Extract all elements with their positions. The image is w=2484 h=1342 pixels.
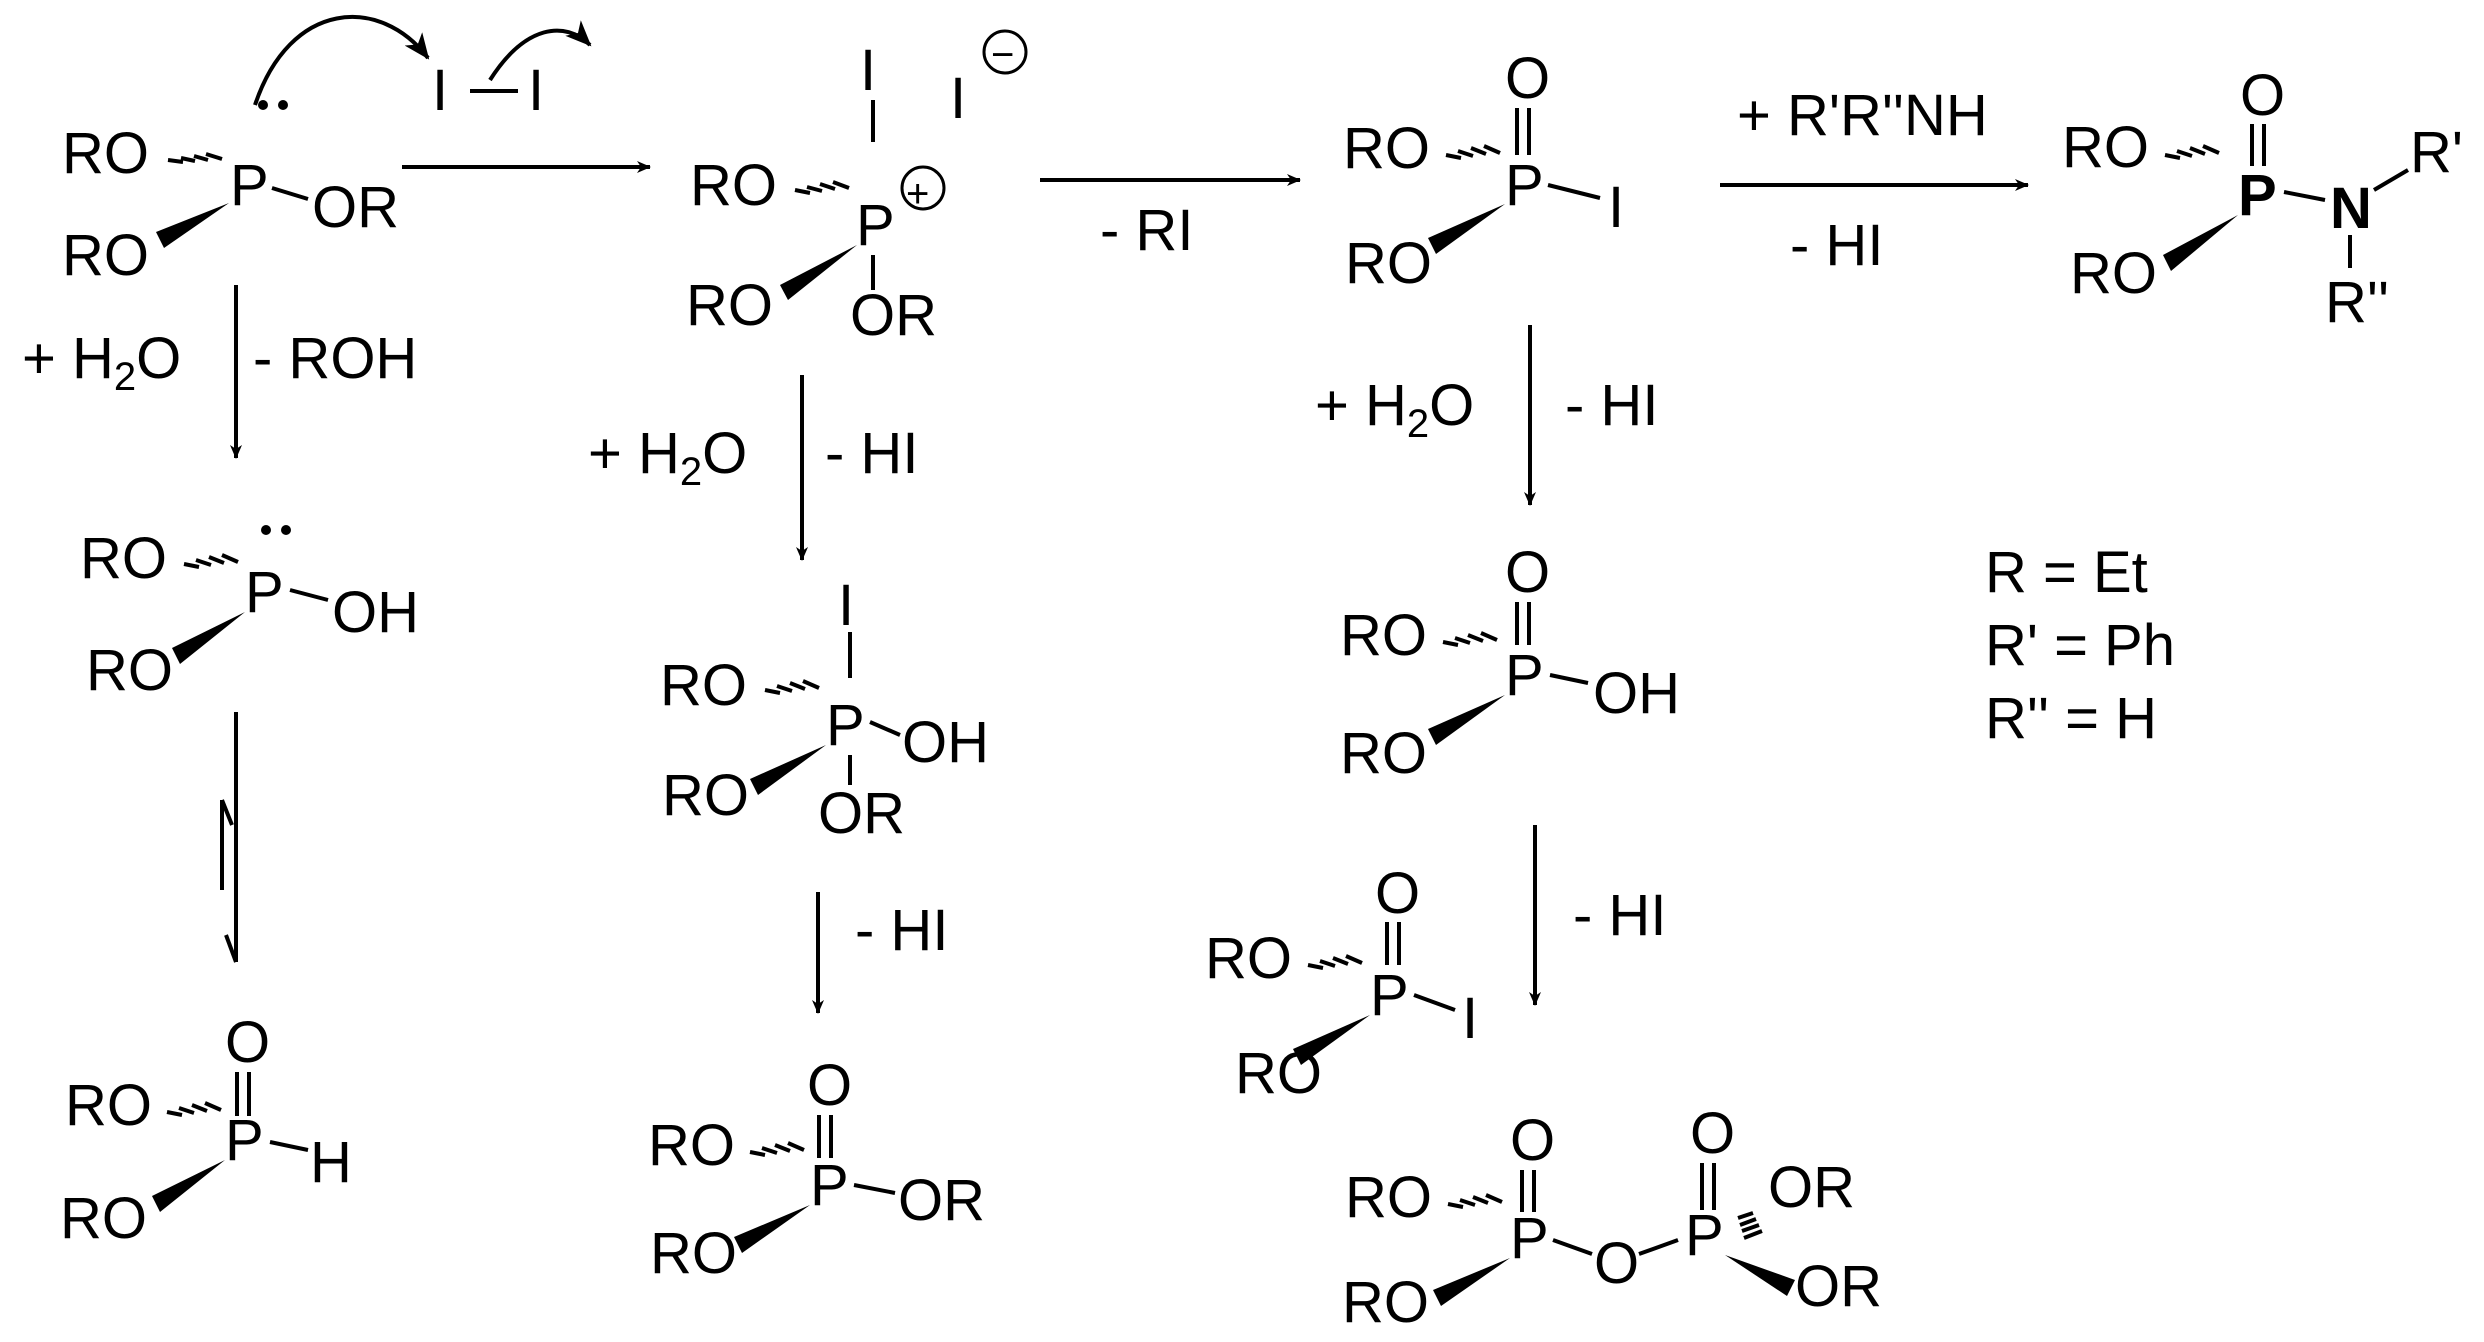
amidate-n: N: [2330, 176, 2372, 241]
iodophosphate-2-structure: O RO P I RO: [1205, 861, 1478, 1106]
iodine-atom-a: I: [432, 58, 448, 123]
pyrophosphate-ro-2: RO: [1342, 1270, 1429, 1335]
condition-water-3: + H2O: [1315, 373, 1474, 446]
iodophosphate-ro-2: RO: [1345, 231, 1432, 296]
substituent-legend: R = Et R' = Ph R'' = H: [1985, 540, 2175, 751]
amidate-ro-1: RO: [2062, 115, 2149, 180]
triester-or: OR: [898, 1168, 985, 1233]
pyrophosphate-p-1: P: [1510, 1206, 1549, 1271]
condition-minus-roh: - ROH: [253, 326, 417, 391]
h-phosphonate-ro-2: RO: [60, 1186, 147, 1251]
phosphite-acid-oh: OH: [332, 580, 419, 645]
h-phosphonate-h: H: [310, 1130, 352, 1195]
iodophosphate-2-p: P: [1370, 963, 1409, 1028]
phosphite-ro-2: RO: [62, 223, 149, 288]
iodophosphate-2-ro-2: RO: [1235, 1041, 1322, 1106]
amidate-structure: O RO P N R' R'' RO: [2062, 63, 2463, 335]
iodophosphate-o: O: [1505, 46, 1550, 111]
diester-acid-oh: OH: [1593, 661, 1680, 726]
condition-water-1: + H2O: [22, 326, 181, 399]
phosphonium-ro-1: RO: [690, 153, 777, 218]
iodo-phosphorane-structure: I RO P OH RO OR: [660, 573, 989, 846]
diester-acid-structure: O RO P OH RO: [1340, 540, 1680, 786]
pyrophosphate-o-1: O: [1510, 1108, 1555, 1173]
phosphite-acid-structure: RO P OH RO: [80, 525, 419, 703]
triester-structure: O RO P OR RO: [648, 1053, 985, 1286]
phosphite-ro-1: RO: [62, 121, 149, 186]
h-phosphonate-o: O: [225, 1010, 270, 1075]
h-phosphonate-structure: O RO P H RO: [60, 1010, 352, 1251]
pyrophosphate-ro-1: RO: [1345, 1165, 1432, 1230]
diester-acid-o: O: [1505, 540, 1550, 605]
iodo-phosphorane-oh: OH: [902, 710, 989, 775]
pyrophosphate-or-1: OR: [1768, 1155, 1855, 1220]
phosphonium-or: OR: [850, 283, 937, 348]
iodo-phosphorane-or: OR: [818, 781, 905, 846]
curved-arrow-i-i-bond: [488, 20, 592, 82]
amidate-r2: R'': [2325, 270, 2389, 335]
condition-minus-hi-2: - HI: [825, 421, 918, 486]
iodophosphate-ro-1: RO: [1343, 116, 1430, 181]
iodophosphate-p: P: [1505, 153, 1544, 218]
condition-minus-ri: - RI: [1100, 198, 1193, 263]
phosphonium-structure: RO P + RO OR I I −: [686, 29, 1028, 348]
iodo-phosphorane-p: P: [826, 693, 865, 758]
phosphite-structure: RO P OR RO: [62, 100, 399, 288]
h-phosphonate-p: P: [225, 1108, 264, 1173]
phosphonium-ro-2: RO: [686, 273, 773, 338]
phosphite-acid-p: P: [245, 560, 284, 625]
diester-acid-ro-2: RO: [1340, 721, 1427, 786]
iodide-charge: −: [991, 33, 1014, 77]
diester-acid-p: P: [1505, 643, 1544, 708]
iodine-molecule: I I: [432, 58, 544, 123]
iodo-phosphorane-i: I: [838, 573, 854, 638]
iodophosphate-structure: O RO P I RO: [1343, 46, 1624, 296]
phosphite-acid-ro-1: RO: [80, 526, 167, 591]
amidate-p: P: [2238, 163, 2277, 228]
iodide-counter-ion: I: [950, 66, 966, 131]
iodophosphate-i: I: [1608, 175, 1624, 240]
legend-r2: R'' = H: [1985, 686, 2157, 751]
legend-r1: R' = Ph: [1985, 613, 2175, 678]
tautomer-equilibrium-arrows: [220, 712, 238, 963]
amidate-ro-2: RO: [2070, 241, 2157, 306]
triester-ro-2: RO: [650, 1221, 737, 1286]
pyrophosphate-p-2: P: [1685, 1203, 1724, 1268]
phosphite-p: P: [230, 153, 269, 218]
iodophosphate-2-ro-1: RO: [1205, 926, 1292, 991]
pyrophosphate-o-2: O: [1690, 1101, 1735, 1166]
condition-minus-hi-5: - HI: [1573, 883, 1666, 948]
triester-p: P: [810, 1153, 849, 1218]
pyrophosphate-or-2: OR: [1795, 1254, 1882, 1319]
curved-arrow-lone-pair: [253, 15, 430, 106]
condition-minus-hi-3: - HI: [855, 898, 948, 963]
condition-minus-hi-amine: - HI: [1790, 213, 1883, 278]
phosphonium-charge: +: [906, 172, 929, 216]
condition-minus-hi-4: - HI: [1565, 373, 1658, 438]
iodophosphate-2-o: O: [1375, 861, 1420, 926]
legend-r: R = Et: [1985, 540, 2148, 605]
amidate-o: O: [2240, 63, 2285, 128]
diester-acid-ro-1: RO: [1340, 603, 1427, 668]
amidate-r1: R': [2410, 120, 2463, 185]
pyrophosphate-o-bridge: O: [1594, 1231, 1639, 1296]
iodophosphate-2-i: I: [1462, 986, 1478, 1051]
h-phosphonate-ro-1: RO: [65, 1073, 152, 1138]
triester-ro-1: RO: [648, 1113, 735, 1178]
phosphite-acid-ro-2: RO: [86, 638, 173, 703]
phosphonium-p: P: [856, 193, 895, 258]
condition-water-2: + H2O: [588, 421, 747, 494]
iodine-atom-b: I: [528, 58, 544, 123]
condition-plus-amine: + R'R''NH: [1737, 83, 1988, 148]
triester-o: O: [807, 1053, 852, 1118]
iodo-phosphorane-ro-2: RO: [662, 763, 749, 828]
phosphonium-top-i: I: [860, 38, 876, 103]
phosphite-or: OR: [312, 175, 399, 240]
iodo-phosphorane-ro-1: RO: [660, 653, 747, 718]
pyrophosphate-structure: O RO P O RO O P OR OR: [1342, 1101, 1882, 1335]
